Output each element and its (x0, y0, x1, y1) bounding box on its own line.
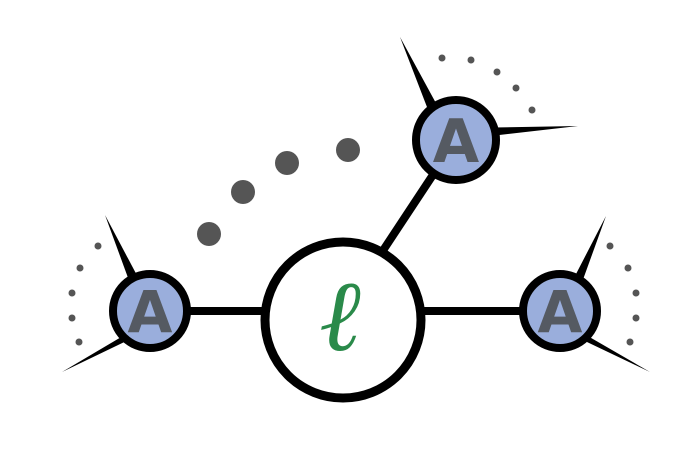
ellipsis-dots-large (197, 138, 360, 246)
left-node-dots (68, 242, 102, 346)
right-node-dots (606, 242, 640, 346)
node-right: A (519, 270, 601, 352)
node-right-label: A (538, 278, 583, 346)
center-node: ℓ (260, 237, 426, 403)
top-node-dots (438, 54, 536, 114)
center-node-label: ℓ (319, 257, 361, 374)
node-top-label: A (433, 107, 480, 177)
node-left: A (109, 270, 191, 352)
node-left-label: A (128, 278, 173, 346)
node-top: A (412, 96, 500, 184)
